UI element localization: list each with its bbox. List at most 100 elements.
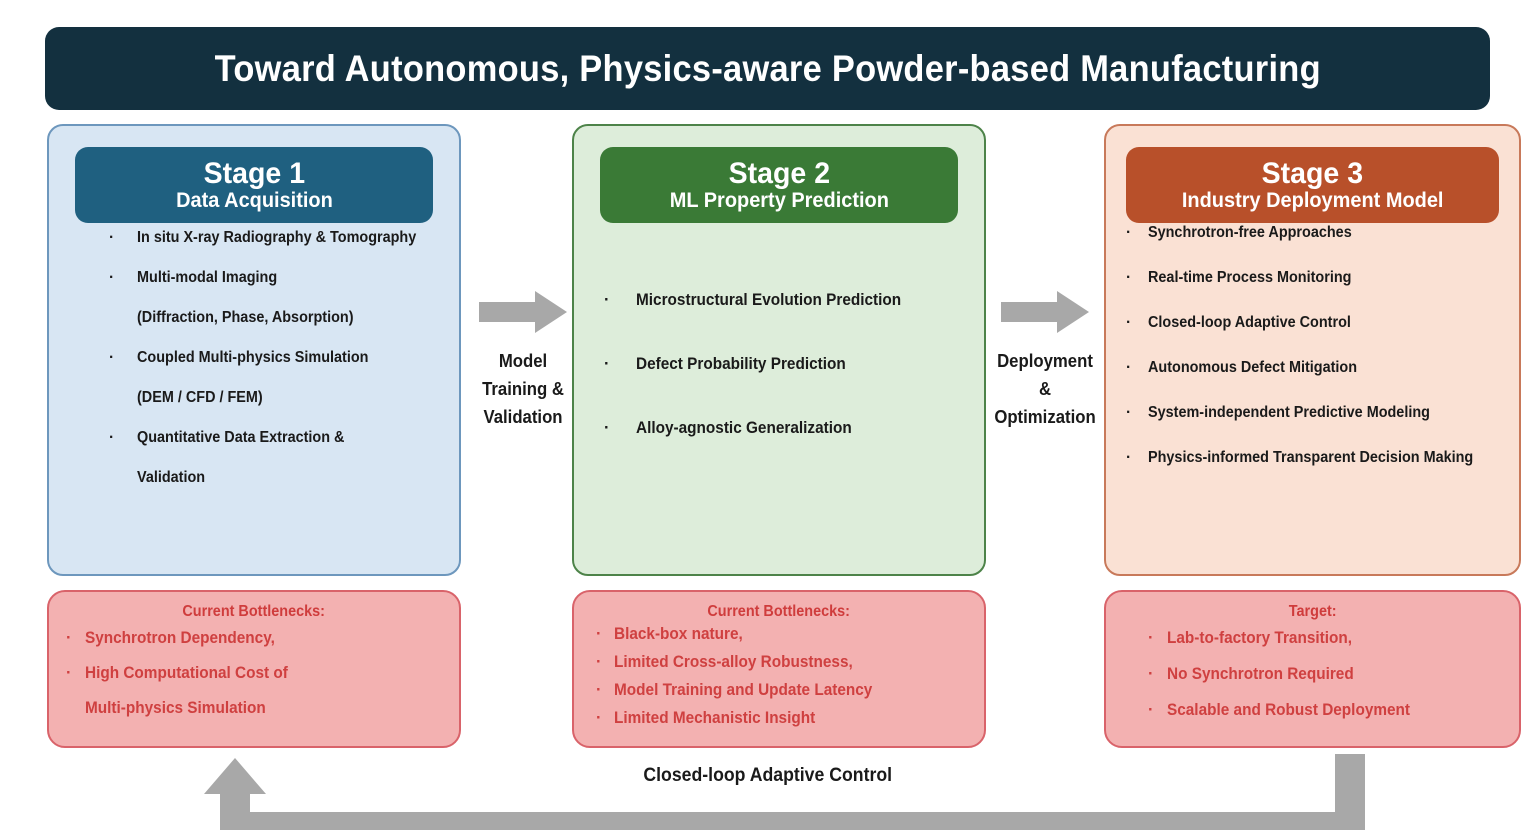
list-item: · Alloy-agnostic Generalization [604,419,984,438]
connector-2-line-2: & [1038,378,1052,399]
connector-2-line-1: Deployment [997,351,1093,371]
list-item: (DEM / CFD / FEM) [109,389,459,407]
bullet-dot-icon: · [1126,449,1132,466]
list-item: · Autonomous Defect Mitigation [1126,359,1519,377]
bullet-dot-icon: · [1148,629,1154,647]
stage-1-bullet-list: ·In situ X-ray Radiography & Tomography … [49,229,459,566]
list-item-label: Synchrotron Dependency, [85,629,275,647]
list-item: Validation [109,469,459,487]
bullet-dot-icon: · [109,429,115,446]
connector-1-label: Model Training & Validation [468,348,578,432]
list-item: ·Scalable and Robust Deployment [1148,701,1519,720]
list-item: · Lab-to-factory Transition, [1148,629,1519,648]
list-item-label: In situ X-ray Radiography & Tomography [137,229,417,246]
list-item-label: Physics-informed Transparent Decision Ma… [1148,449,1474,466]
feedback-loop-label: Closed-loop Adaptive Control [0,765,1535,787]
bullet-dot-icon: · [596,625,602,643]
stage-3-subtitle: Industry Deployment Model [1181,189,1444,213]
stage-2-bullet-list: ·Microstructural Evolution Prediction · D… [574,229,984,566]
page-title-banner: Toward Autonomous, Physics-aware Powder-… [45,27,1490,110]
bullet-dot-icon: · [109,349,115,366]
stage-1-number: Stage 1 [203,156,305,190]
stage-3-number: Stage 3 [1261,156,1364,190]
list-item: · No Synchrotron Required [1148,665,1519,684]
list-item-label: Limited Mechanistic Insight [614,709,816,727]
list-item-label: Multi-modal Imaging [137,269,278,286]
connector-1-line-2: Training & [482,378,564,399]
connector-2-line-3: Optimization [994,406,1096,427]
note-heading: Current Bottlenecks: [574,603,984,621]
list-item: · Multi-modal Imaging [109,269,459,287]
bullet-dot-icon: · [1148,665,1154,683]
list-item: · Synchrotron Dependency, [66,629,459,648]
stage-3-target-box: Target: · Lab-to-factory Transition, · No … [1104,590,1521,748]
bullet-dot-icon: · [1126,404,1132,421]
connector-stage1-to-stage2: Model Training & Validation [468,288,578,432]
bullet-dot-icon: · [596,709,602,727]
stage-panel-1: Stage 1 Data Acquisition · In situ X-ray … [47,124,461,576]
list-item-label: High Computational Cost of [85,664,288,682]
list-item: · High Computational Cost of [66,664,459,683]
list-item-label: Multi-physics Simulation [85,699,266,717]
list-item: · Defect Probability Prediction [604,355,984,374]
bullet-dot-icon: · [596,653,602,671]
bullet-dot-icon: · [66,629,72,647]
stage-1-subtitle: Data Acquisition [175,189,333,213]
feedback-loop-arrow [204,754,1365,830]
list-item-label: Alloy-agnostic Generalization [636,419,852,437]
list-item-label: System-independent Predictive Modeling [1148,404,1430,421]
stage-panel-3: Stage 3 Industry Deployment Model · Synch… [1104,124,1521,576]
bullet-dot-icon: · [1126,269,1132,286]
right-arrow-icon [1001,291,1089,333]
list-item: · Model Training and Update Latency [596,681,984,700]
bullet-dot-icon: · [1126,359,1132,376]
bullet-dot-icon: · [1126,224,1132,241]
list-item-label: Coupled Multi-physics Simulation [137,349,369,366]
list-item-label: (Diffraction, Phase, Absorption) [137,309,354,326]
list-item-label: No Synchrotron Required [1167,665,1354,683]
note-heading-label: Current Bottlenecks: [707,603,851,620]
bullet-dot-icon: · [604,291,610,309]
list-item-label: Defect Probability Prediction [636,355,846,373]
up-arrow-icon [204,754,1365,830]
stage-3-bullet-list: · Synchrotron-free Approaches · Real-time … [1106,224,1519,566]
list-item: · Physics-informed Transparent Decision M… [1126,449,1519,467]
feedback-loop-label-text: Closed-loop Adaptive Control [643,765,892,786]
bullet-dot-icon: · [604,419,610,437]
list-item-label: Validation [137,469,206,486]
list-item-label: Real-time Process Monitoring [1148,269,1352,286]
note-heading: Target: [1106,603,1519,621]
page-title: Toward Autonomous, Physics-aware Powder-… [214,47,1321,89]
list-item-label: Model Training and Update Latency [614,681,873,699]
bullet-dot-icon: · [1148,701,1154,719]
bullet-dot-icon: · [604,355,610,373]
list-item-label: Autonomous Defect Mitigation [1148,359,1358,376]
list-item-label: Black-box nature, [614,625,743,643]
list-item: ·Closed-loop Adaptive Control [1126,314,1519,332]
connector-1-line-3: Validation [483,406,563,427]
bullet-dot-icon: · [109,269,115,286]
stage-2-subtitle: ML Property Prediction [669,189,889,213]
bullet-dot-icon: · [596,681,602,699]
list-item-label: Quantitative Data Extraction & [137,429,345,446]
note-list: ·Black-box nature, ·Limited Cross-alloy … [574,625,984,728]
list-item: · Real-time Process Monitoring [1126,269,1519,287]
list-item-label: Lab-to-factory Transition, [1167,629,1353,647]
list-item: · Coupled Multi-physics Simulation [109,349,459,367]
note-heading-label: Current Bottlenecks: [182,603,326,620]
note-list: · Lab-to-factory Transition, · No Synchrot… [1106,629,1519,720]
note-heading: Current Bottlenecks: [49,603,459,621]
note-list: · Synchrotron Dependency, · High Computati… [49,629,459,718]
list-item: · Black-box nature, [596,625,984,644]
list-item: Multi-physics Simulation [66,699,459,718]
list-item: ·Microstructural Evolution Prediction [604,291,984,310]
stage-3-header: Stage 3 Industry Deployment Model [1126,147,1499,223]
bullet-dot-icon: · [109,229,115,246]
list-item-label: Synchrotron-free Approaches [1148,224,1352,241]
list-item: · Synchrotron-free Approaches [1126,224,1519,242]
bullet-dot-icon: · [66,664,72,682]
list-item: · System-independent Predictive Modeling [1126,404,1519,422]
list-item: · Limited Mechanistic Insight [596,709,984,728]
list-item: · Quantitative Data Extraction & [109,429,459,447]
